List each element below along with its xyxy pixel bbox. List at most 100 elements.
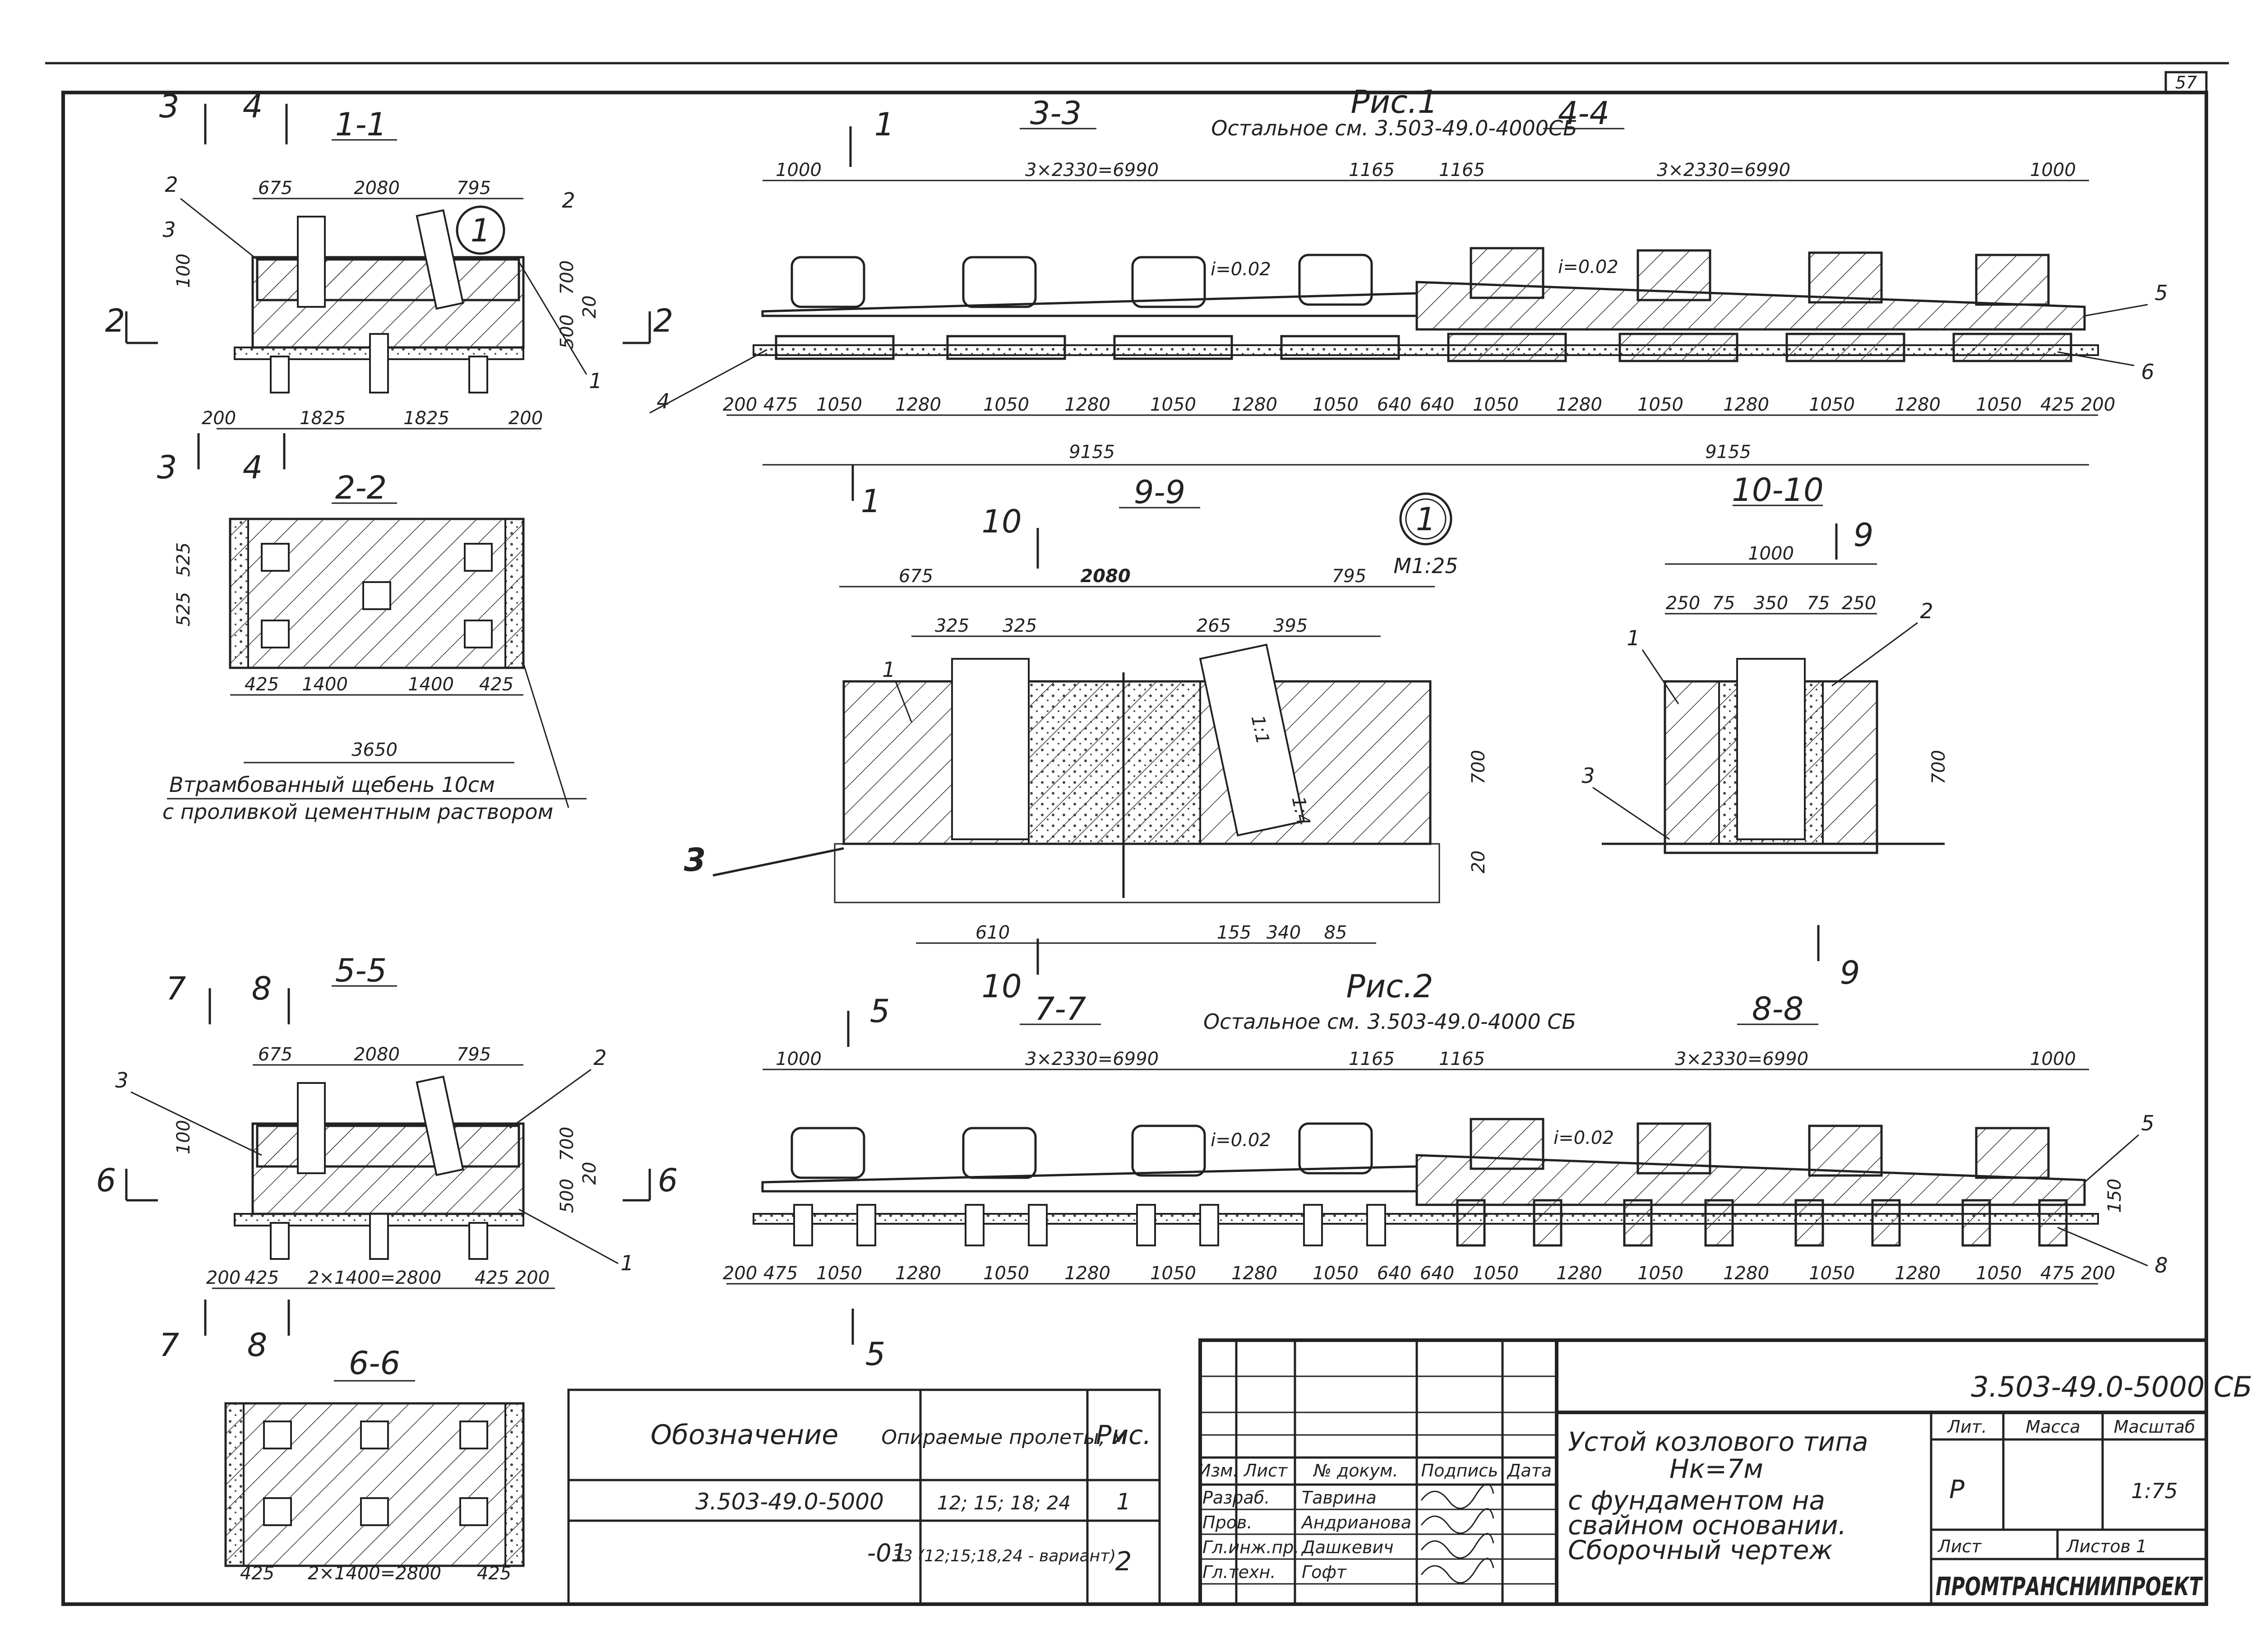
- dim-text: 1050: [1473, 394, 1519, 415]
- pile-group: [1785, 333, 1905, 362]
- leader-line: [518, 1208, 619, 1264]
- detail-marker-circle: [456, 205, 505, 255]
- slope-text: i=0.02: [1558, 257, 1618, 278]
- detail-marker-number: 1: [1416, 501, 1436, 538]
- slope-text: i=0.02: [1211, 259, 1271, 280]
- tb-name-line: с фундаментом на: [1568, 1485, 1825, 1516]
- cut-mark: 5: [865, 1336, 886, 1373]
- tb-head: Изм.: [1198, 1461, 1238, 1481]
- dim-text: 1280: [1064, 1263, 1110, 1284]
- pile-group: [1952, 333, 2072, 362]
- pile-plan: [362, 581, 391, 610]
- column-head: [1808, 251, 1883, 304]
- callout-number: 5: [2141, 1111, 2154, 1135]
- dim-text: 350: [1754, 593, 1788, 614]
- dim-text: 1280: [1231, 394, 1277, 415]
- page-number-box: [2164, 71, 2208, 94]
- callout-number: 4: [656, 389, 670, 413]
- section-6-6: 6-6 425 2×1400=2800 425: [224, 1345, 525, 1584]
- leader-line: [2084, 1134, 2139, 1183]
- dim-text: 325: [935, 615, 969, 636]
- dim-text: 1050: [1809, 394, 1855, 415]
- cap-beam-upper: [256, 1124, 520, 1168]
- dims-7-7-bottom: 200 475 1050 1280 1050 1280 1050 1280 10…: [723, 1263, 1411, 1284]
- tb-person: Андрианова: [1300, 1513, 1411, 1532]
- spec-head-fig: Рис.: [1096, 1420, 1151, 1450]
- column-head: [1975, 254, 2050, 306]
- detail-marker-circle: [1399, 492, 1452, 546]
- cut-mark: 1: [861, 483, 881, 520]
- cut-mark: 9: [1840, 954, 1860, 991]
- callout-number: 3: [1581, 764, 1595, 788]
- callout-number: 1: [589, 369, 602, 393]
- dims-3-3-bottom: 200 475 1050 1280 1050 1280 1050 1280 10…: [723, 394, 1411, 415]
- dim-text: 1050: [1976, 394, 2022, 415]
- dim-text: 700: [1468, 750, 1489, 784]
- dim-text: 1280: [1895, 394, 1941, 415]
- dim-text: 500: [557, 1179, 578, 1213]
- pile-plan: [261, 543, 290, 572]
- column-head: [791, 256, 865, 308]
- column: [297, 1082, 326, 1174]
- leader-line: [2057, 351, 2135, 366]
- dim-text: 1280: [1556, 394, 1602, 415]
- dim-text: 1000: [2030, 160, 2076, 180]
- note-gravel-line1: Втрамбованный щебень 10см: [169, 773, 495, 797]
- spec-head-spans: Опираемые пролеты, м: [881, 1426, 1126, 1449]
- dim-text: 1000: [2030, 1049, 2076, 1069]
- dim-text: 675: [899, 566, 933, 587]
- cut-mark: 6: [658, 1162, 678, 1199]
- dim-text: 250: [1842, 593, 1876, 614]
- dim-text: 1280: [1231, 1263, 1277, 1284]
- dim-text: 265: [1197, 615, 1231, 636]
- title-block: Изм. Лист № докум. Подпись Дата Разраб. …: [1198, 1338, 2252, 1606]
- dim-text: 325: [1003, 615, 1037, 636]
- tb-name-line: свайном основании.: [1568, 1510, 1846, 1541]
- callout-number: 3: [162, 217, 176, 242]
- dim-text: 3×2330=6990: [1675, 1049, 1808, 1069]
- tb-name-line: Нк=7м: [1669, 1453, 1763, 1484]
- cut-mark: 10: [981, 968, 1022, 1005]
- cut-mark: 8: [252, 970, 272, 1007]
- column-head: [1131, 256, 1206, 308]
- section-3-3-label: 3-3: [1030, 95, 1082, 132]
- dim-text: 9155: [1069, 442, 1115, 463]
- dim-text: 525: [173, 592, 194, 626]
- spec-cell: 3.503-49.0-5000: [695, 1489, 884, 1515]
- spec-cell: 12; 15; 18; 24: [937, 1492, 1071, 1514]
- column: [297, 216, 326, 308]
- cut-mark: 3: [159, 88, 180, 125]
- pile: [270, 356, 290, 393]
- dim-text: 200: [723, 394, 757, 415]
- leader-line: [130, 1091, 262, 1156]
- pile: [1623, 1199, 1653, 1247]
- section-5-5-label: 5-5: [335, 952, 387, 989]
- detail-1-marker: 1 М1:25: [1394, 492, 1458, 578]
- pile: [1704, 1199, 1734, 1247]
- dim-text: 700: [557, 1127, 578, 1161]
- dim-text: 200: [202, 408, 236, 429]
- section-9-9-label: 9-9: [1134, 474, 1185, 511]
- spec-table: Обозначение Опираемые пролеты, м Рис. 3.…: [567, 1388, 1161, 1606]
- cut-mark: 4: [243, 449, 263, 486]
- callout-number: 1: [882, 657, 895, 682]
- dim-text: 1400: [408, 674, 454, 695]
- cut-mark: 1: [874, 106, 895, 143]
- leader-line: [518, 261, 587, 375]
- column-head: [1470, 247, 1544, 299]
- pile: [965, 1204, 985, 1246]
- pile: [1303, 1204, 1323, 1246]
- callout-number: 6: [2141, 360, 2154, 384]
- dim-text: 675: [258, 178, 292, 199]
- pile-group: [1113, 335, 1233, 360]
- spec-cell: 1: [1116, 1489, 1131, 1515]
- pile-plan: [263, 1497, 292, 1526]
- beam-left: [761, 1165, 1418, 1193]
- dim-text: 475: [763, 1263, 798, 1284]
- dim-text: 250: [1666, 593, 1700, 614]
- pile-plan: [464, 620, 493, 648]
- dim-text: 700: [1928, 750, 1949, 784]
- section-10-10: 10-10 1000 250 75 350 75 250 700 1 2 3 9…: [1581, 472, 1949, 991]
- dim-text: 640: [1420, 1263, 1454, 1284]
- gravel-edge: [229, 518, 249, 669]
